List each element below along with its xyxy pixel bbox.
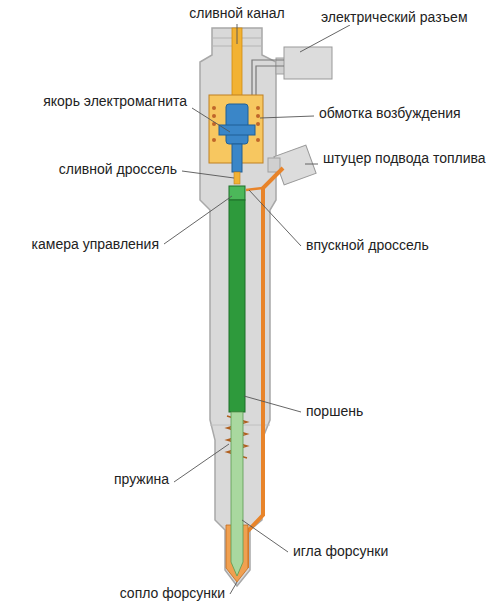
control-chamber-label: камера управления — [31, 236, 160, 252]
connector-label: электрический разъем — [320, 9, 469, 25]
drain-channel-label: сливной канал — [188, 5, 286, 21]
nozzle-label: сопло форсунки — [119, 585, 226, 601]
spring-label: пружина — [113, 471, 170, 487]
fuel-inlet-label: штуцер подвода топлива — [322, 150, 487, 166]
drain-throttle-label: сливной дроссель — [58, 161, 178, 177]
needle-label: игла форсунки — [292, 543, 389, 559]
inlet-throttle-label: впускной дроссель — [305, 237, 430, 253]
piston-label: поршень — [305, 403, 364, 419]
coil-label: обмотка возбуждения — [318, 105, 462, 121]
armature-label: якорь электромагнита — [42, 93, 188, 109]
